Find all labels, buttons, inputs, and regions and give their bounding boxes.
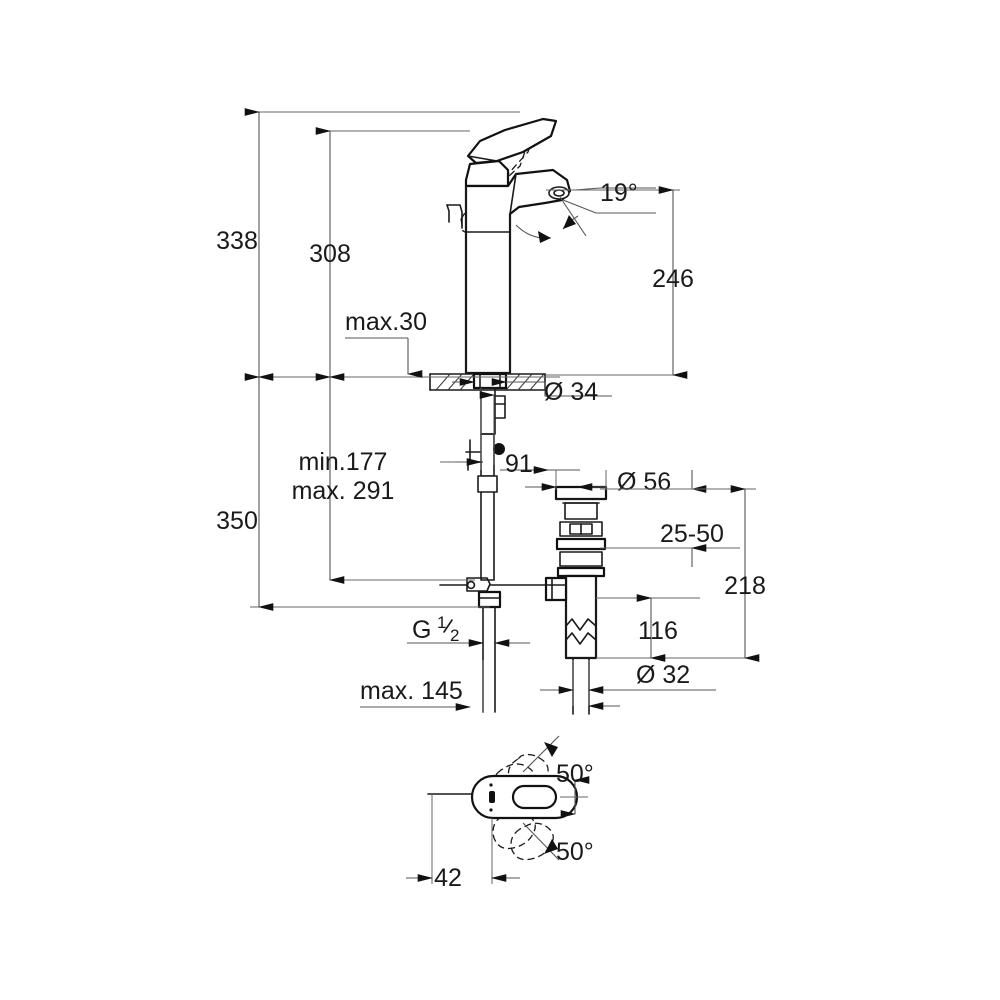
dim-d32: Ø 32 — [540, 660, 716, 710]
dim-19deg: 19° — [600, 179, 638, 207]
label-25-50: 25-50 — [660, 520, 724, 548]
label-d56: Ø 56 — [617, 468, 671, 496]
dim-350: 350 — [216, 373, 274, 611]
dim-d34: Ø 34 — [506, 378, 612, 406]
dim-max30: max.30 — [345, 308, 427, 378]
popup-waste-assembly — [544, 485, 608, 715]
label-max291: max. 291 — [292, 477, 395, 505]
plan-angle-leaders: 50° 50° — [522, 735, 594, 866]
label-g-thread: G — [412, 616, 431, 644]
plan-body-outline — [470, 774, 579, 820]
fixing-stud — [493, 443, 505, 455]
swivel-angle-indicator — [515, 187, 656, 243]
plan-spout-opening — [511, 784, 558, 810]
label-19deg: 19° — [600, 179, 638, 207]
dim-246: 246 — [652, 186, 694, 379]
label-max145: max. 145 — [360, 677, 463, 705]
popup-lift-rod-linkage — [439, 577, 549, 592]
aerator-outlet — [548, 186, 570, 200]
dim-338: 338 — [216, 108, 274, 381]
label-d34: Ø 34 — [544, 378, 598, 406]
popup-lift-rod-top — [446, 204, 463, 229]
label-338: 338 — [216, 227, 258, 255]
label-246: 246 — [652, 265, 694, 293]
dim-g-half: G 1 2 — [407, 613, 530, 647]
label-plan-42: 42 — [434, 864, 462, 892]
handle-base — [464, 159, 510, 188]
plan-lever-slot — [489, 791, 495, 803]
dim-plan-42: 42 — [406, 793, 520, 892]
label-plan-50-top: 50° — [556, 760, 594, 788]
label-d32: Ø 32 — [636, 661, 690, 689]
waste-lock-nut — [559, 551, 603, 567]
plan-swivel-ghost-lower — [492, 811, 554, 861]
label-308: 308 — [309, 240, 351, 268]
waste-seal-band — [559, 521, 603, 537]
dim-308: 308 — [309, 127, 351, 381]
dim-91: 91 — [440, 388, 580, 478]
label-plan-50-bottom: 50° — [556, 838, 594, 866]
label-max30: max.30 — [345, 308, 427, 336]
label-91: 91 — [505, 450, 533, 478]
dim-116: 116 — [596, 594, 700, 662]
label-g-num: 1 — [437, 613, 446, 632]
dimension-annotations: 338 308 max.30 350 min.177 max. 291 246 — [216, 108, 766, 712]
label-min177: min.177 — [299, 448, 388, 476]
faucet-elevation-view — [429, 117, 656, 715]
plan-view: 50° 50° 42 — [406, 735, 594, 892]
dim-shank-range: min.177 max. 291 — [292, 373, 395, 584]
dim-d56: Ø 56 — [525, 468, 671, 496]
dim-max145: max. 145 — [360, 660, 484, 712]
dim-218: 218 — [596, 485, 766, 662]
label-g-den: 2 — [450, 626, 459, 645]
label-116: 116 — [638, 617, 678, 645]
label-350: 350 — [216, 507, 258, 535]
label-218: 218 — [724, 572, 766, 600]
